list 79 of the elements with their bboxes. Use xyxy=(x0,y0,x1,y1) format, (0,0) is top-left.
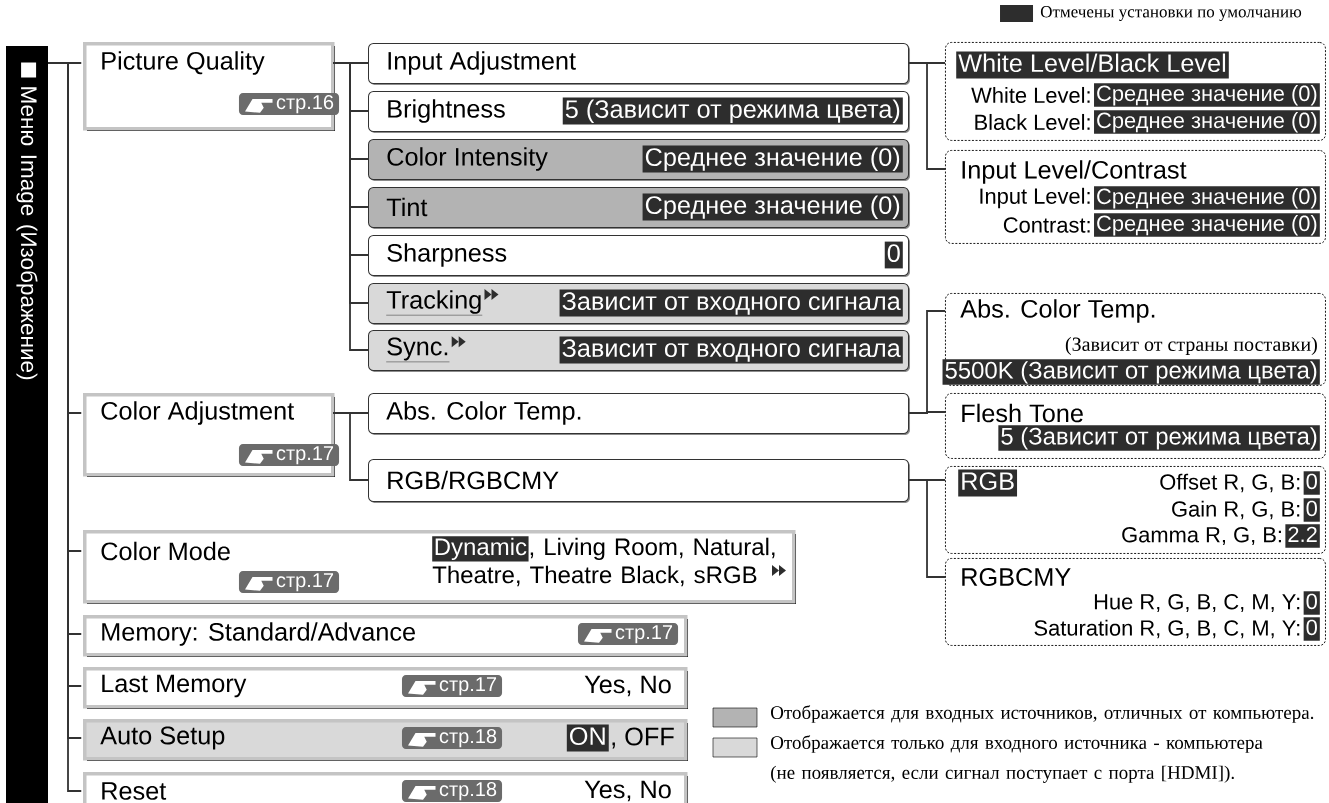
legend-text: Отображается для входных источников, отличных от компьютера. xyxy=(771,705,1314,723)
submenu-box xyxy=(368,459,910,503)
menu-box xyxy=(83,393,340,477)
default-value: 2.2 xyxy=(1285,524,1320,548)
setting-label: Black Level: xyxy=(975,113,1090,131)
option-list: Dynamic , Living Room, Natural, Theatre, Theatre Black, sRGB xyxy=(432,536,775,587)
menu-item-label: RGB/RGBCMY xyxy=(388,470,559,490)
connector-line xyxy=(907,62,946,170)
option-values: , OFF xyxy=(612,727,674,749)
menu-item-label: Sync. xyxy=(386,337,450,363)
default-value: 5500K (Зависит от режима цвета) xyxy=(942,359,1320,385)
default-value: 5 (Зависит от режима цвета) xyxy=(998,425,1320,451)
submenu-heading: RGB xyxy=(958,469,1018,497)
setting-label: Input Level: xyxy=(980,187,1090,209)
menu-box xyxy=(83,615,688,657)
menu-item-label: Color Adjustment xyxy=(101,401,294,425)
setting-label: White Level: xyxy=(971,86,1090,104)
submenu-heading: Flesh Tone xyxy=(962,403,1083,423)
menu-box xyxy=(83,667,688,709)
option-values: Yes, No xyxy=(584,780,671,802)
default-value: Среднее значение (0) xyxy=(1094,186,1320,210)
submenu-box xyxy=(368,330,910,372)
submenu-heading: Abs. Color Temp. xyxy=(960,299,1155,323)
settings-box xyxy=(942,293,1326,386)
menu-item-label: Color Mode xyxy=(101,541,230,561)
submenu-heading: White Level/Black Level xyxy=(956,51,1229,79)
menu-item-label: Input Adjustment xyxy=(388,51,576,75)
menu-box xyxy=(83,772,688,803)
setting-label: Hue R, G, B, C, M, Y: xyxy=(1094,593,1300,613)
menu-item-label: Last Memory xyxy=(102,674,247,698)
menu-item-label: Sharpness xyxy=(387,243,507,267)
menu-box xyxy=(83,42,340,131)
menu-item-label: Memory: Standard/Advance xyxy=(102,622,415,646)
setting-label: Contrast: xyxy=(1003,217,1090,233)
submenu-box xyxy=(368,43,910,85)
connector-line xyxy=(907,479,946,578)
menu-item-label: Brightness xyxy=(388,99,505,123)
submenu-box xyxy=(368,283,910,325)
menu-item-label: Reset xyxy=(102,782,167,800)
default-value: Среднее значение (0) xyxy=(642,145,903,173)
legend-text: Отображается только для входного источника - компьютера (не появляется, если сигнал поступает с порта [HDMI]). xyxy=(771,735,1263,783)
note-text: (Зависит от страны поставки) xyxy=(1065,336,1317,356)
setting-label: Saturation R, G, B, C, M, Y: xyxy=(1034,619,1300,639)
default-value: Среднее значение (0) xyxy=(1094,213,1320,237)
menu-item-label: Abs. Color Temp. xyxy=(386,401,581,425)
connector-line xyxy=(332,62,369,351)
default-value: Среднее значение (0) xyxy=(1094,110,1320,134)
connector-line xyxy=(907,411,946,414)
submenu-heading: RGBCMY xyxy=(962,568,1071,586)
default-value: Среднее значение (0) xyxy=(1094,83,1320,107)
menu-box xyxy=(83,719,688,761)
menu-item-label: Tint xyxy=(386,197,428,217)
submenu-box xyxy=(368,91,910,133)
settings-box xyxy=(945,558,1326,646)
submenu-box xyxy=(368,187,910,229)
default-value: Зависит от входного сигнала xyxy=(559,336,903,364)
settings-box xyxy=(945,393,1326,459)
setting-label: Gain R, G, B: xyxy=(1172,500,1300,520)
menu-box xyxy=(83,530,796,604)
menu-item-label: Color Intensity xyxy=(387,147,548,171)
menu-title-bar: Меню Image (Изображение) xyxy=(6,46,48,803)
settings-box xyxy=(945,466,1326,554)
option-values: Yes, No xyxy=(584,675,671,697)
default-value: 5 (Зависит от режима цвета) xyxy=(562,97,903,125)
setting-label: Offset R, G, B: xyxy=(1160,473,1300,493)
legend-text: Отмечены установки по умолчанию xyxy=(1040,6,1302,21)
default-value: Среднее значение (0) xyxy=(642,193,903,221)
menu-item-label: Tracking xyxy=(386,290,483,316)
settings-box xyxy=(945,42,1326,141)
connector-line xyxy=(332,412,369,481)
menu-item-label: Picture Quality xyxy=(102,51,265,75)
submenu-box xyxy=(368,235,910,277)
submenu-heading: Input Level/Contrast xyxy=(962,160,1187,184)
submenu-box xyxy=(368,139,910,181)
submenu-box xyxy=(368,393,910,435)
setting-label: Gamma R, G, B: xyxy=(1122,526,1281,546)
settings-box xyxy=(945,150,1326,244)
menu-item-label: Auto Setup xyxy=(100,726,225,750)
default-value: Зависит от входного сигнала xyxy=(559,289,903,317)
